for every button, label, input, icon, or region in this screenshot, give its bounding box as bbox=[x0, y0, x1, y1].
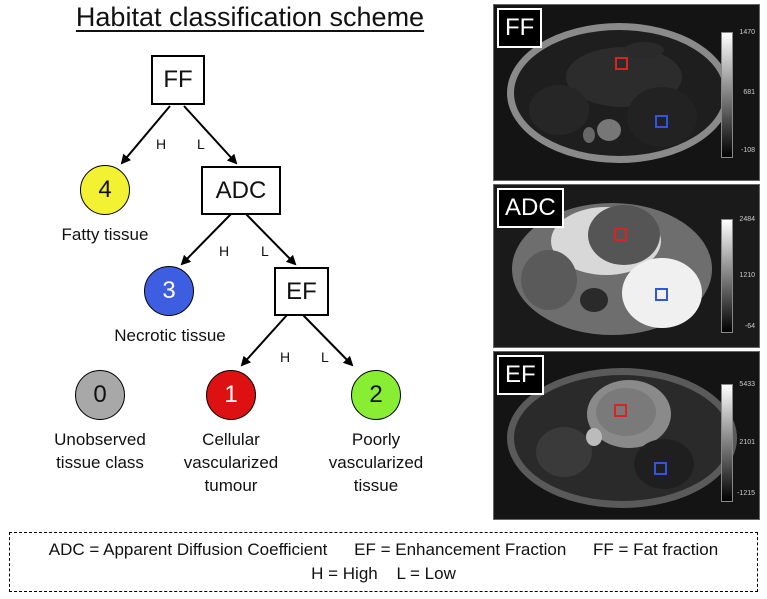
adc-colorbar-min: -64 bbox=[744, 323, 755, 330]
legend-line-1: ADC = Apparent Diffusion Coefficient EF … bbox=[10, 538, 757, 562]
edge-label-ff-high: H bbox=[156, 136, 167, 152]
class-0-circle: 0 bbox=[75, 370, 125, 420]
arrow-ff-to-4 bbox=[120, 105, 171, 165]
adc-panel-tag: ADC bbox=[497, 188, 564, 228]
ef-colorbar bbox=[721, 384, 733, 502]
edge-label-adc-high: H bbox=[219, 243, 230, 259]
legend-high: H = High bbox=[311, 564, 378, 583]
legend-low: L = Low bbox=[396, 564, 456, 583]
ff-red-roi bbox=[615, 57, 628, 70]
legend-ff: FF = Fat fraction bbox=[593, 540, 719, 559]
arrow-adc-to-ef bbox=[245, 213, 297, 266]
ff-scan-image bbox=[494, 5, 759, 180]
class-1-circle: 1 bbox=[206, 370, 256, 420]
ef-colorbar-max: 5433 bbox=[739, 381, 755, 388]
ef-red-roi bbox=[614, 404, 627, 417]
ef-colorbar-min: -1215 bbox=[737, 490, 755, 497]
class-1-label: Cellular vascularized tumour bbox=[183, 430, 279, 495]
arrow-ff-to-adc bbox=[183, 105, 238, 165]
ff-colorbar-max: 1470 bbox=[739, 29, 755, 36]
edge-label-ff-low: L bbox=[197, 136, 205, 152]
ff-node: FF bbox=[151, 55, 205, 105]
class-3-circle: 3 bbox=[144, 266, 194, 316]
class-2-label: Poorly vascularized tissue bbox=[328, 430, 424, 495]
class-0-label: Unobserved tissue class bbox=[54, 430, 146, 472]
arrow-ef-to-2 bbox=[302, 314, 354, 367]
adc-node: ADC bbox=[201, 166, 281, 215]
arrow-ef-to-1 bbox=[240, 314, 288, 367]
class-4-label: Fatty tissue bbox=[61, 225, 149, 244]
edge-label-adc-low: L bbox=[261, 243, 269, 259]
ff-colorbar bbox=[721, 32, 733, 158]
ef-node: EF bbox=[274, 267, 329, 316]
ef-colorbar-mid: 2101 bbox=[739, 439, 755, 446]
arrow-adc-to-3 bbox=[180, 213, 232, 266]
ff-panel-tag: FF bbox=[497, 8, 543, 48]
legend-adc: ADC = Apparent Diffusion Coefficient bbox=[48, 540, 328, 559]
ef-scan-image bbox=[494, 352, 759, 519]
adc-colorbar bbox=[721, 219, 733, 333]
class-4-circle: 4 bbox=[80, 165, 130, 215]
ef-panel-tag: EF bbox=[497, 355, 544, 395]
ff-blue-roi bbox=[655, 115, 668, 128]
class-2-circle: 2 bbox=[351, 370, 401, 420]
ff-colorbar-mid: 681 bbox=[743, 89, 755, 96]
ff-image-panel: FF 1470 681 -108 bbox=[493, 4, 760, 181]
edge-label-ef-high: H bbox=[280, 349, 291, 365]
adc-scan-image bbox=[494, 185, 759, 347]
abbreviation-legend: ADC = Apparent Diffusion Coefficient EF … bbox=[9, 532, 758, 592]
edge-label-ef-low: L bbox=[321, 349, 329, 365]
adc-colorbar-mid: 1210 bbox=[739, 272, 755, 279]
legend-ef: EF = Enhancement Fraction bbox=[354, 540, 567, 559]
adc-blue-roi bbox=[655, 288, 668, 301]
ff-colorbar-min: -108 bbox=[740, 147, 755, 154]
adc-image-panel: ADC 2484 1210 -64 bbox=[493, 184, 760, 348]
class-3-label: Necrotic tissue bbox=[114, 326, 226, 345]
tree-arrows bbox=[120, 105, 354, 367]
ef-blue-roi bbox=[654, 462, 667, 475]
adc-colorbar-max: 2484 bbox=[739, 216, 755, 223]
legend-line-2: H = High L = Low bbox=[10, 562, 757, 586]
adc-red-roi bbox=[614, 228, 627, 241]
figure-title: Habitat classification scheme bbox=[75, 2, 425, 32]
ef-image-panel: EF 5433 2101 -1215 bbox=[493, 351, 760, 520]
